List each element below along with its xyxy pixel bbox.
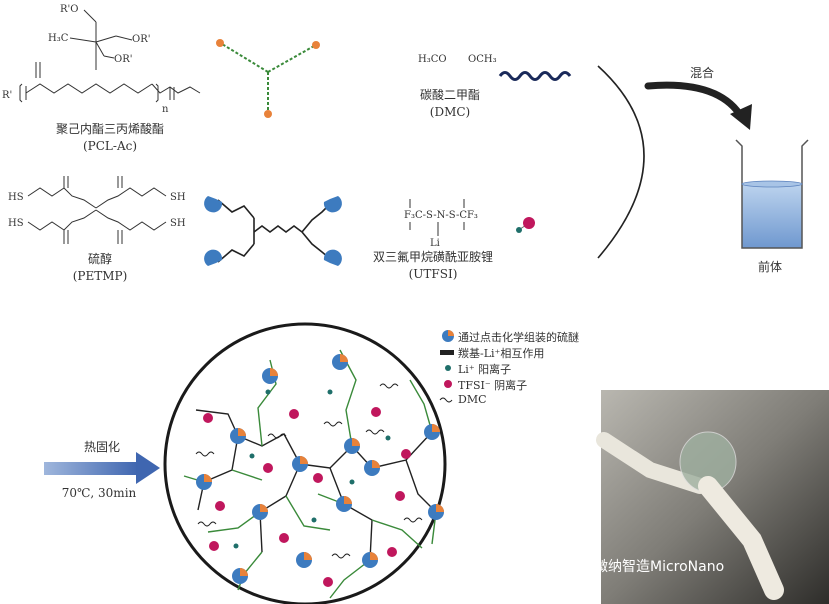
curing-condition: 70℃, 30min bbox=[61, 486, 137, 500]
petmp-cartoon-icon bbox=[217, 199, 335, 263]
pcl-ac-star-icon bbox=[216, 39, 320, 118]
structure-label-sh-1: SH bbox=[170, 192, 186, 203]
structure-label-orprime-2: OR' bbox=[114, 54, 133, 65]
legend-item-tfsi-anion: TFSI⁻ 阴离子 bbox=[458, 379, 528, 392]
legend-icons bbox=[439, 330, 454, 403]
dmc-formula-right: OCH₃ bbox=[468, 54, 497, 65]
membrane-photo bbox=[596, 390, 829, 604]
utfsi-ion-pair-icon bbox=[516, 217, 535, 233]
dmc-name: 碳酸二甲酯 bbox=[419, 88, 480, 102]
curing-arrow-icon bbox=[44, 452, 160, 484]
mixing-arrowhead bbox=[730, 104, 752, 130]
structure-label-hs-2: HS bbox=[8, 218, 24, 229]
structure-label-rprime: R'O bbox=[60, 4, 79, 15]
structure-label-orprime-1: OR' bbox=[132, 34, 151, 45]
pcl-ac-name: 聚己内酯三丙烯酸酯 bbox=[55, 122, 164, 136]
mixing-arrow-icon bbox=[644, 81, 746, 122]
mix-label: 混合 bbox=[690, 66, 715, 80]
legend-item-thioether: 通过点击化学组装的硫醚 bbox=[458, 331, 579, 344]
structure-label-hs-1: HS bbox=[8, 192, 24, 203]
tfsi-anions bbox=[203, 407, 411, 587]
network-chains bbox=[183, 349, 437, 599]
utfsi-structure bbox=[409, 199, 465, 236]
dmc-wave-icon bbox=[498, 71, 572, 81]
petmp-thiol-ends bbox=[204, 196, 342, 266]
structure-label-n: n bbox=[162, 104, 169, 115]
watermark-text: 微纳智造MicroNano bbox=[594, 559, 725, 575]
pcl-ac-abbr: (PCL-Ac) bbox=[82, 139, 138, 153]
petmp-structure bbox=[27, 176, 167, 244]
legend-item-li-cation: Li⁺ 阳离子 bbox=[458, 363, 512, 376]
utfsi-li-label: Li bbox=[430, 238, 440, 249]
mixing-bracket bbox=[597, 65, 645, 259]
dmc-abbr: (DMC) bbox=[429, 105, 471, 119]
thioether-nodes bbox=[196, 354, 444, 584]
li-cations bbox=[233, 389, 391, 549]
structure-label-sh-2: SH bbox=[170, 218, 186, 229]
dmc-formula-left: H₃CO bbox=[418, 54, 447, 65]
pcl-ac-structure bbox=[19, 9, 201, 103]
curing-label: 热固化 bbox=[83, 440, 120, 454]
utfsi-formula: F₃C-S-N-S-CF₃ bbox=[404, 210, 478, 221]
utfsi-abbr: (UTFSI) bbox=[408, 267, 458, 281]
structure-label-r-left: R' bbox=[2, 90, 13, 101]
precursor-label: 前体 bbox=[758, 260, 783, 274]
structure-label-h3c: H₃C bbox=[48, 33, 69, 44]
legend-item-carbonyl-li: 羰基-Li⁺相互作用 bbox=[458, 347, 545, 360]
dmc-molecules bbox=[195, 383, 423, 559]
utfsi-name: 双三氟甲烷磺酰亚胺锂 bbox=[372, 250, 493, 264]
petmp-abbr: (PETMP) bbox=[72, 269, 128, 283]
legend-item-dmc: DMC bbox=[458, 393, 487, 406]
petmp-name: 硫醇 bbox=[87, 252, 112, 266]
beaker-icon bbox=[735, 139, 809, 249]
